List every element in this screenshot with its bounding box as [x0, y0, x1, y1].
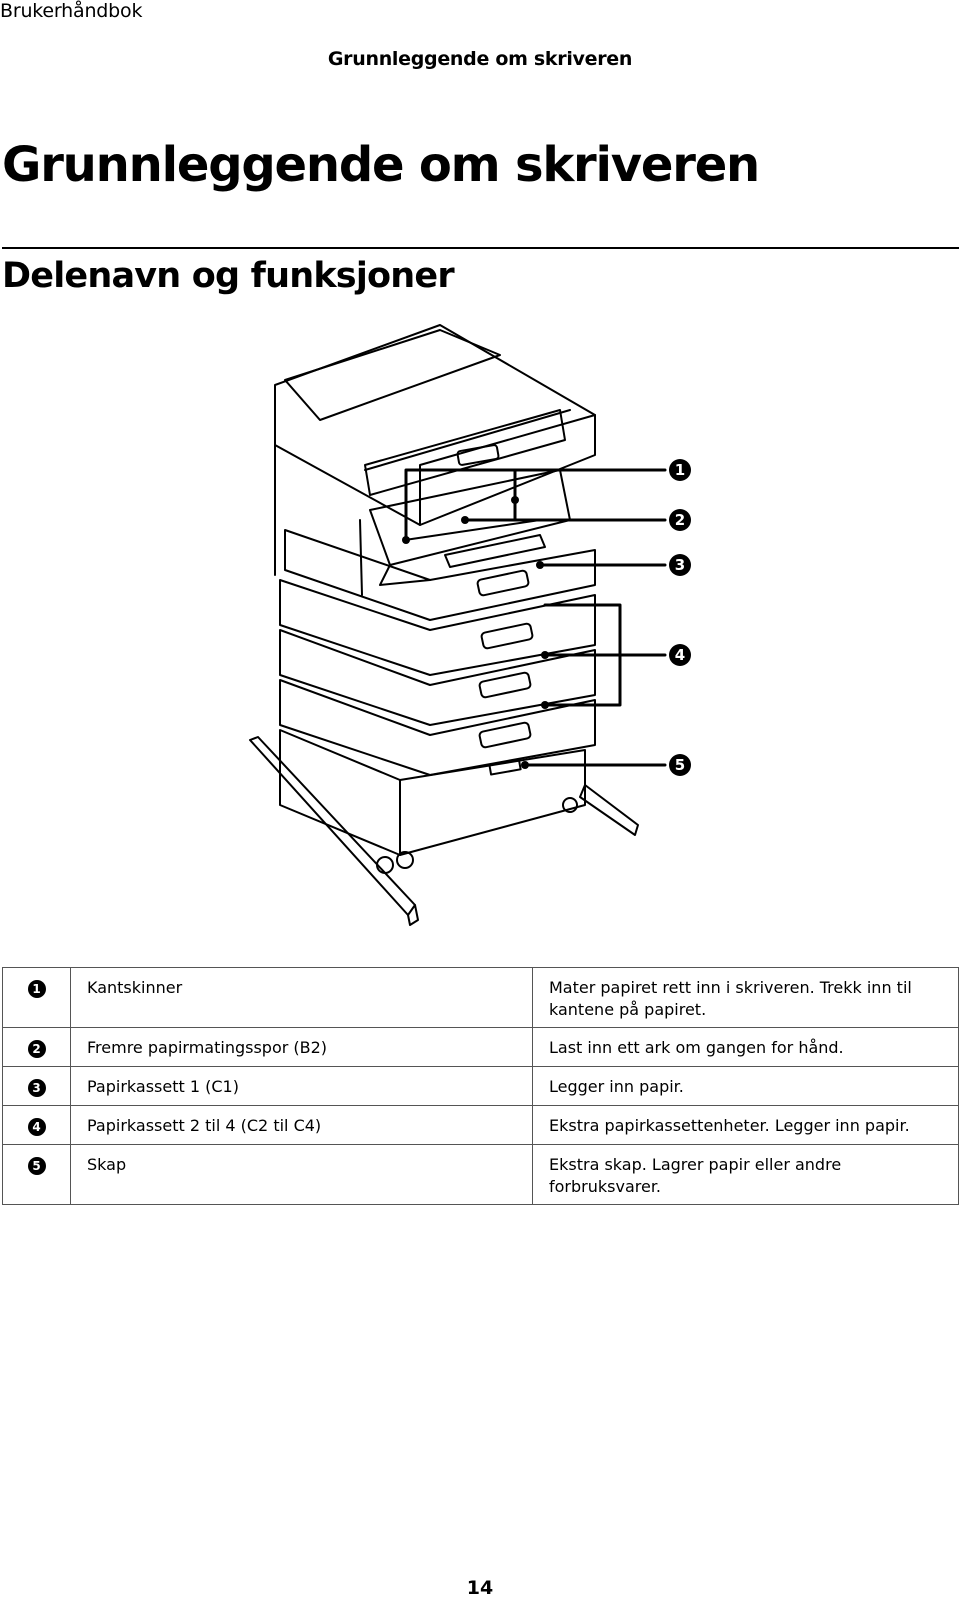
callout-3-label: 3	[675, 556, 685, 574]
part-name: Skap	[70, 1144, 533, 1205]
table-row: 4 Papirkassett 2 til 4 (C2 til C4) Ekstr…	[2, 1105, 959, 1145]
table-row: 1 Kantskinner Mater papiret rett inn i s…	[2, 967, 959, 1028]
part-name: Papirkassett 2 til 4 (C2 til C4)	[70, 1105, 533, 1145]
callout-1-badge	[669, 459, 691, 481]
table-row: 5 Skap Ekstra skap. Lagrer papir eller a…	[2, 1144, 959, 1205]
table-row: 2 Fremre papirmatingsspor (B2) Last inn …	[2, 1027, 959, 1067]
part-function: Mater papiret rett inn i skriveren. Trek…	[532, 967, 959, 1028]
part-function: Ekstra skap. Lagrer papir eller andre fo…	[532, 1144, 959, 1205]
subsection-title: Delenavn og funksjoner	[2, 256, 455, 296]
printer-illustration: 1 2 3 4 5	[240, 324, 691, 940]
callout-1-label: 1	[675, 461, 685, 479]
callout-badges: 1 2 3 4 5	[669, 459, 691, 776]
callout-3-badge	[669, 554, 691, 576]
callout-4-label: 4	[675, 646, 685, 664]
item-number-badge: 3	[27, 1079, 46, 1097]
section-header: Grunnleggende om skriveren	[327, 48, 633, 70]
part-function: Last inn ett ark om gangen for hånd.	[532, 1027, 959, 1067]
title-divider	[2, 247, 959, 249]
page-number: 14	[466, 1577, 494, 1599]
callout-2-badge	[669, 509, 691, 531]
part-function: Ekstra papirkassettenheter. Legger inn p…	[532, 1105, 959, 1145]
item-number-badge: 4	[27, 1118, 46, 1136]
running-header: Brukerhåndbok	[0, 0, 143, 22]
callout-5-badge	[669, 754, 691, 776]
parts-table: 1 Kantskinner Mater papiret rett inn i s…	[2, 967, 959, 1205]
part-name: Fremre papirmatingsspor (B2)	[70, 1027, 533, 1067]
callout-5-label: 5	[675, 756, 685, 774]
part-name: Kantskinner	[70, 967, 533, 1028]
item-number-badge: 5	[27, 1157, 46, 1175]
item-number-badge: 2	[27, 1040, 46, 1058]
callout-4-badge	[669, 644, 691, 666]
part-name: Papirkassett 1 (C1)	[70, 1066, 533, 1106]
table-row: 3 Papirkassett 1 (C1) Legger inn papir.	[2, 1066, 959, 1106]
part-function: Legger inn papir.	[532, 1066, 959, 1106]
item-number-badge: 1	[27, 980, 46, 998]
printer-line-drawing: 1 2 3 4 5	[249, 324, 691, 926]
callout-2-label: 2	[675, 511, 685, 529]
chapter-title: Grunnleggende om skriveren	[2, 137, 760, 193]
